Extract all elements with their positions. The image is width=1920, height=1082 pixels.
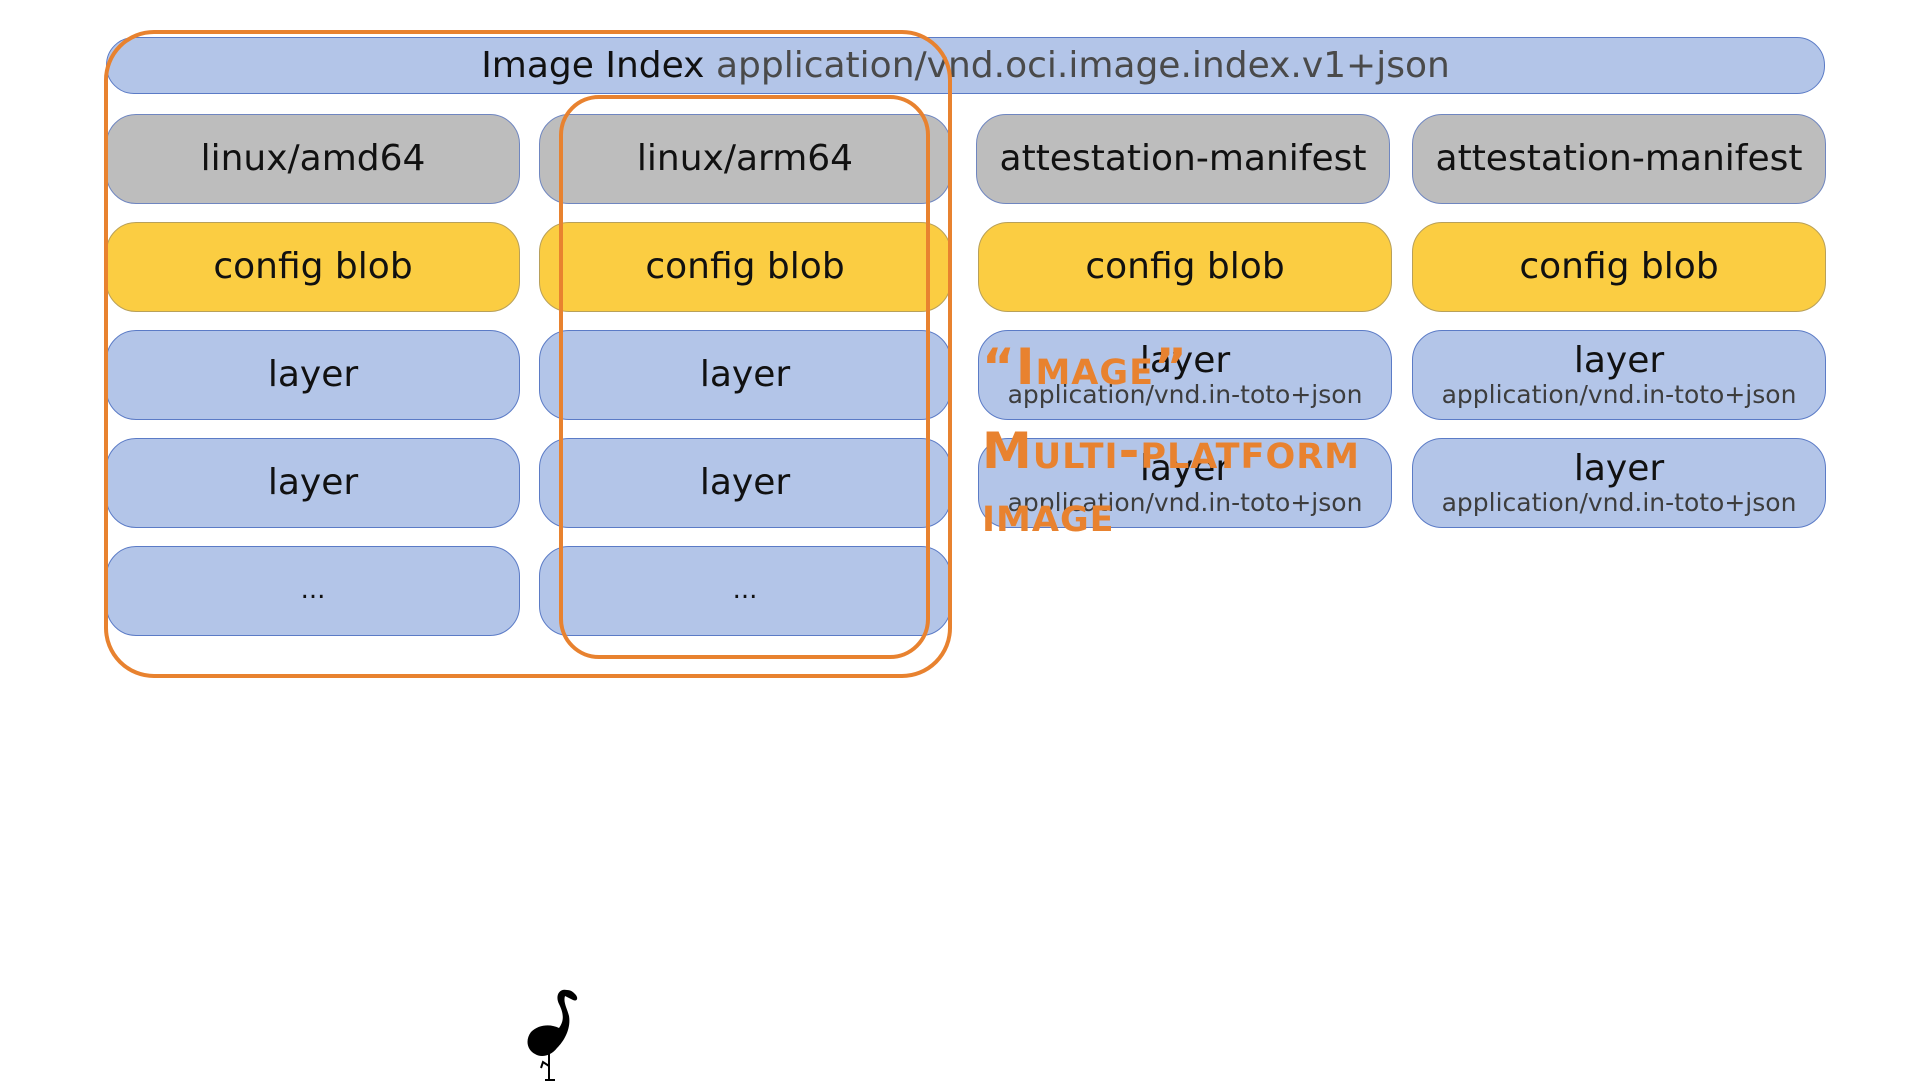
manifest-platform-label: attestation-manifest	[1435, 138, 1803, 180]
multi-platform-annotation: Multi-platform image	[982, 420, 1360, 545]
layer-label: layer	[267, 354, 359, 396]
layer-ellipsis-box: ...	[106, 546, 520, 636]
layer-label: layer	[699, 354, 791, 396]
config-blob-label: config blob	[1519, 246, 1719, 288]
manifest-box-attestation: attestation-manifest	[976, 114, 1390, 204]
flamingo-icon	[527, 989, 578, 1081]
layer-media-type: application/vnd.in-toto+json	[1007, 379, 1363, 409]
multi-platform-annotation-line1: Multi-platform	[982, 422, 1360, 480]
config-blob-label: config blob	[645, 246, 845, 288]
layer-box: layer application/vnd.in-toto+json	[1412, 330, 1826, 420]
layer-label: layer	[1139, 447, 1231, 489]
manifest-box-linux-arm64: linux/arm64	[539, 114, 951, 204]
layer-box: layer application/vnd.in-toto+json	[978, 438, 1392, 528]
image-annotation: “Image”	[982, 338, 1188, 396]
layer-label: layer	[1573, 339, 1665, 381]
config-blob-label: config blob	[1085, 246, 1285, 288]
layer-box: layer application/vnd.in-toto+json	[1412, 438, 1826, 528]
manifest-platform-label: linux/amd64	[200, 138, 426, 180]
layer-label: layer	[267, 462, 359, 504]
manifest-box-linux-amd64: linux/amd64	[106, 114, 520, 204]
layer-ellipsis-box: ...	[539, 546, 951, 636]
config-blob-box: config blob	[978, 222, 1392, 312]
config-blob-box: config blob	[539, 222, 951, 312]
manifest-platform-label: linux/arm64	[636, 138, 854, 180]
layer-media-type: application/vnd.in-toto+json	[1007, 487, 1363, 517]
layer-label: layer	[1573, 447, 1665, 489]
config-blob-box: config blob	[1412, 222, 1826, 312]
image-index-media-type: application/vnd.oci.image.index.v1+json	[715, 44, 1450, 86]
layer-media-type: application/vnd.in-toto+json	[1441, 379, 1797, 409]
layer-media-type: application/vnd.in-toto+json	[1441, 487, 1797, 517]
layer-box: layer	[539, 438, 951, 528]
image-index-text: Image Index application/vnd.oci.image.in…	[481, 44, 1450, 86]
config-blob-label: config blob	[213, 246, 413, 288]
layer-ellipsis-label: ...	[732, 575, 758, 606]
multi-platform-annotation-line2: image	[982, 484, 1115, 543]
manifest-box-attestation: attestation-manifest	[1412, 114, 1826, 204]
layer-box: layer application/vnd.in-toto+json	[978, 330, 1392, 420]
layer-box: layer	[106, 330, 520, 420]
layer-label: layer	[1139, 339, 1231, 381]
layer-box: layer	[106, 438, 520, 528]
manifest-platform-label: attestation-manifest	[999, 138, 1367, 180]
layer-box: layer	[539, 330, 951, 420]
layer-label: layer	[699, 462, 791, 504]
layer-ellipsis-label: ...	[300, 575, 326, 606]
image-index-bar: Image Index application/vnd.oci.image.in…	[106, 37, 1825, 94]
config-blob-box: config blob	[106, 222, 520, 312]
image-index-title: Image Index	[481, 44, 705, 86]
